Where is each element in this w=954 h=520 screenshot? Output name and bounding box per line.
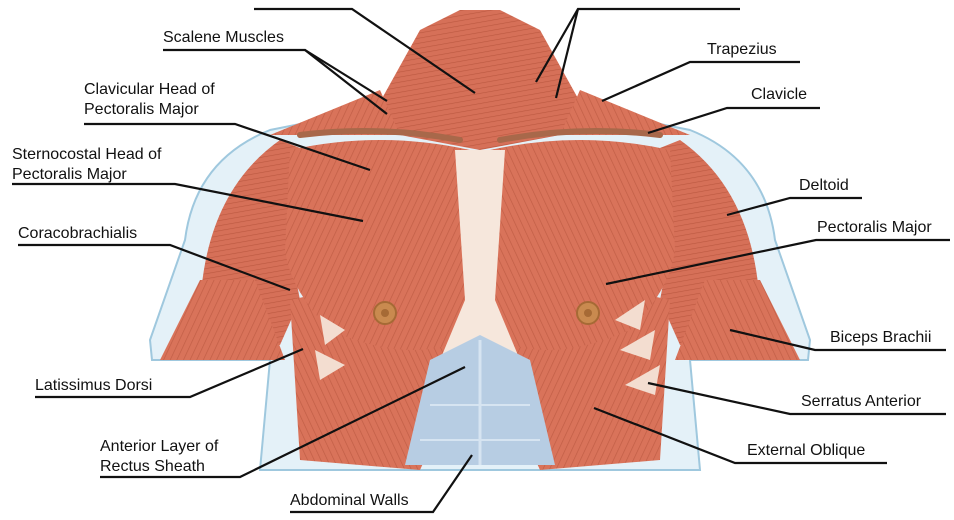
label-clavicular-head: Clavicular Head of Pectoralis Major	[84, 80, 215, 120]
label-scalene-muscles: Scalene Muscles	[163, 28, 284, 48]
label-biceps-brachii: Biceps Brachii	[830, 328, 931, 348]
label-anterior-layer: Anterior Layer of Rectus Sheath	[100, 437, 218, 477]
label-external-oblique: External Oblique	[747, 441, 865, 461]
neck-muscles	[370, 10, 590, 150]
label-serratus-anterior: Serratus Anterior	[801, 392, 921, 412]
label-coracobrachialis: Coracobrachialis	[18, 224, 137, 244]
label-abdominal-walls: Abdominal Walls	[290, 491, 409, 511]
label-clavicle: Clavicle	[751, 85, 807, 105]
label-pectoralis-major: Pectoralis Major	[817, 218, 932, 238]
label-sternocostal-head: Sternocostal Head of Pectoralis Major	[12, 145, 161, 185]
label-deltoid: Deltoid	[799, 176, 849, 196]
trapezius-right	[560, 90, 690, 135]
label-latissimus-dorsi: Latissimus Dorsi	[35, 376, 152, 396]
label-trapezius: Trapezius	[707, 40, 777, 60]
